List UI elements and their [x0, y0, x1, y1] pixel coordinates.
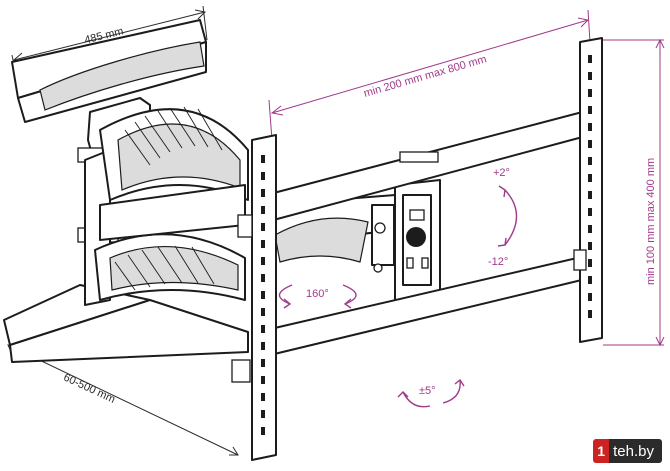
tilt-up-label: +2°: [493, 167, 510, 179]
tilt-indicator: +2° -12°: [488, 167, 518, 268]
teh-by-watermark: 1 teh.by: [593, 439, 662, 463]
arm-joints: [77, 97, 249, 306]
dimension-vertical-vesa: min 100 mm max 400 mm: [603, 38, 665, 347]
vertical-rail-right: [573, 37, 603, 343]
vertical-rail-left: [231, 134, 277, 461]
horizontal-vesa-label: min 200 mm max 800 mm: [362, 53, 488, 100]
swivel-label: 160°: [306, 288, 329, 300]
dimension-horizontal-vesa: min 200 mm max 800 mm: [268, 9, 591, 141]
tilt-down-label: -12°: [488, 256, 508, 268]
extension-label: 60-500 mm: [61, 371, 116, 405]
swivel-indicator: 160°: [278, 284, 357, 309]
watermark-text: teh.by: [609, 439, 662, 463]
rotation-indicator: ±5°: [397, 378, 465, 408]
wall-plate: [3, 19, 249, 363]
rotation-label: ±5°: [419, 385, 436, 397]
vertical-vesa-label: min 100 mm max 400 mm: [645, 158, 657, 285]
watermark-mark: 1: [593, 439, 610, 463]
